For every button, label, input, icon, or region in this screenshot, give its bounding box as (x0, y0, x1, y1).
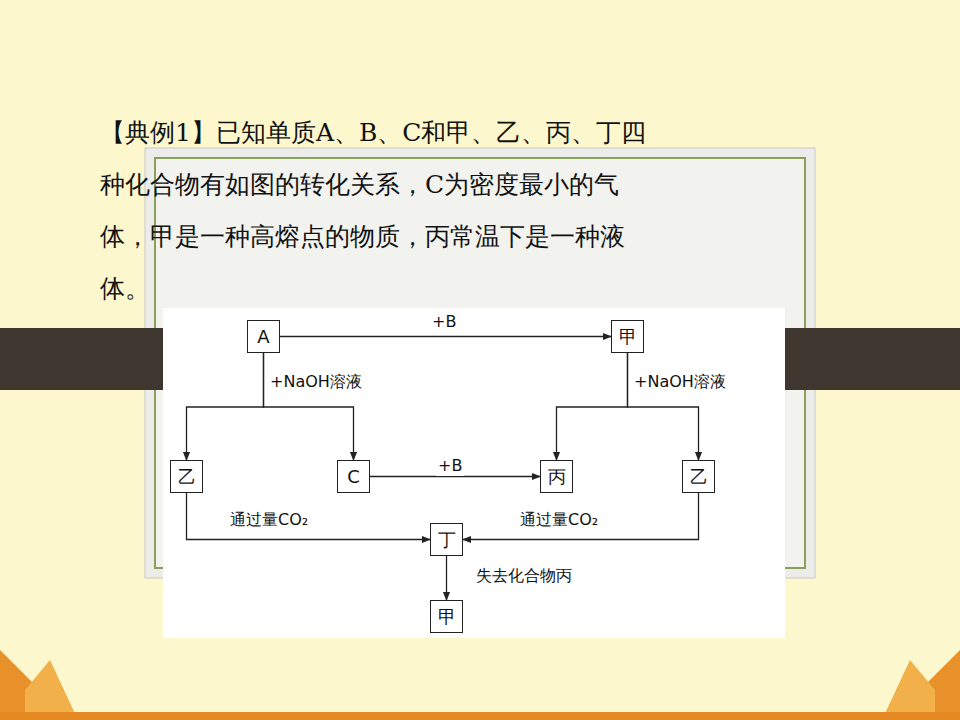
substance-name: 甲 (619, 325, 637, 349)
reaction-condition: 通过量CO₂ (518, 510, 600, 530)
substance-box: C (337, 460, 370, 493)
substance-name: C (347, 466, 360, 487)
question-text: 【典例1】已知单质A、B、C和甲、乙、丙、丁四种化合物有如图的转化关系，C为密度… (100, 107, 660, 315)
reaction-condition: 通过量CO₂ (228, 510, 310, 530)
reaction-arrow (557, 353, 628, 460)
reaction-condition: +B (436, 456, 464, 476)
substance-box: 丙 (540, 460, 573, 493)
substance-box: 甲 (430, 600, 463, 633)
reaction-arrow (628, 353, 699, 460)
reaction-arrow (463, 493, 699, 540)
diagram-ground (163, 308, 785, 638)
reaction-arrow (264, 353, 354, 460)
substance-box: A (247, 320, 280, 353)
substance-name: 乙 (690, 465, 708, 489)
reaction-arrow (446, 556, 447, 600)
substance-box: 乙 (170, 460, 203, 493)
corner-triangle (882, 660, 935, 720)
reaction-arrow (280, 336, 611, 337)
corner-triangle (25, 660, 78, 720)
substance-box: 乙 (682, 460, 715, 493)
substance-box: 甲 (611, 320, 644, 353)
substance-name: 丙 (548, 465, 566, 489)
reaction-condition: +B (430, 312, 458, 332)
reaction-condition: +NaOH溶液 (268, 372, 364, 392)
reaction-arrow (187, 353, 264, 460)
reaction-arrow (187, 493, 431, 540)
reaction-arrow (370, 476, 540, 477)
substance-name: 乙 (178, 465, 196, 489)
reaction-condition: +NaOH溶液 (632, 372, 728, 392)
substance-name: 甲 (438, 605, 456, 629)
substance-box: 丁 (430, 523, 463, 556)
substance-name: A (257, 326, 269, 347)
substance-name: 丁 (438, 528, 456, 552)
bottom-bar (0, 712, 960, 720)
reaction-condition: 失去化合物丙 (474, 566, 574, 586)
